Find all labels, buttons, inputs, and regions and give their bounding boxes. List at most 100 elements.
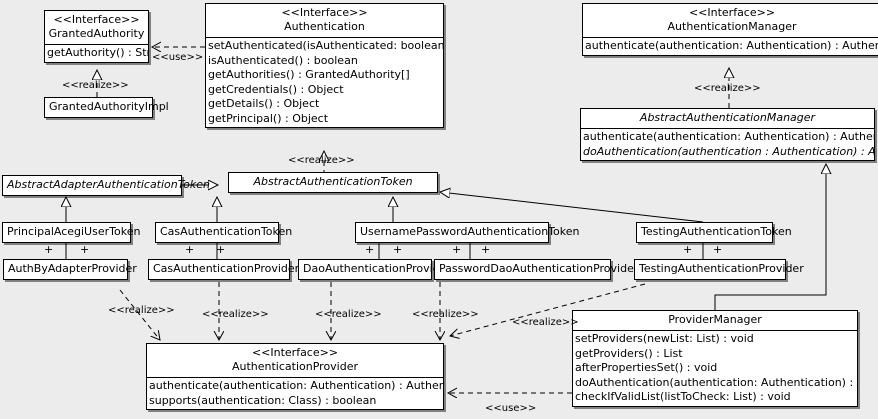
class-name: ProviderManager	[668, 313, 762, 326]
class-auth-by-adapter-provider[interactable]: AuthByAdapterProvider	[3, 259, 137, 280]
class-principal-acegi-user-token[interactable]: PrincipalAcegiUserToken	[2, 222, 141, 243]
class-name: GrantedAuthorityImpl	[49, 100, 169, 113]
class-name: TestingAuthenticationToken	[641, 225, 792, 238]
class-header: DaoAuthenticationProvider	[299, 260, 451, 279]
class-testing-authentication-provider[interactable]: TestingAuthenticationProvider	[634, 259, 804, 280]
operations-compartment: setProviders(newList: List) : void getPr…	[573, 330, 857, 406]
class-provider-manager[interactable]: ProviderManager setProviders(newList: Li…	[572, 310, 858, 407]
edge-label-use-provider-manager: <<use>>	[485, 403, 537, 414]
class-header: <<Interface>> AuthenticationManager	[583, 4, 878, 37]
edge-label-realize-granted-authority-impl: <<realize>>	[62, 80, 129, 91]
role-marker-plus: +	[481, 243, 491, 256]
edge-label-realize-password-dao-provider: <<realize>>	[412, 309, 479, 320]
operation: isAuthenticated() : boolean	[208, 53, 358, 67]
class-name: CasAuthenticationProvider	[153, 262, 300, 275]
class-header: CasAuthenticationProvider	[149, 260, 300, 279]
class-name: PasswordDaoAuthenticationProvider	[439, 262, 639, 275]
operations-compartment: authenticate(authentication: Authenticat…	[147, 377, 443, 409]
class-header: TestingAuthenticationToken	[637, 223, 792, 242]
class-name: CasAuthenticationToken	[160, 225, 293, 238]
class-abstract-authentication-manager[interactable]: AbstractAuthenticationManager authentica…	[580, 108, 875, 161]
class-abstract-adapter-authentication-token[interactable]: AbstractAdapterAuthenticationToken	[2, 175, 210, 196]
operation: getAuthority() : String	[47, 46, 148, 59]
class-name: TestingAuthenticationProvider	[639, 262, 804, 275]
operation: getProviders() : List	[575, 346, 683, 360]
edge-label-use-granted-authority: <<use>>	[152, 52, 204, 63]
class-header: AbstractAdapterAuthenticationToken	[3, 176, 210, 195]
class-password-dao-authentication-provider[interactable]: PasswordDaoAuthenticationProvider	[434, 259, 639, 280]
operation: setAuthenticated(isAuthenticated: boolea…	[208, 39, 443, 52]
role-marker-plus: +	[683, 243, 693, 256]
class-name: AuthByAdapterProvider	[8, 262, 137, 275]
edge-label-realize-abstract-authentication-token: <<realize>>	[288, 155, 355, 166]
edge-label-realize-dao-provider: <<realize>>	[315, 309, 382, 320]
operation: getDetails() : Object	[208, 97, 320, 110]
stereotype-interface: <<Interface>>	[281, 6, 368, 19]
class-name: DaoAuthenticationProvider	[303, 262, 451, 275]
stereotype-interface: <<Interface>>	[53, 13, 140, 26]
operations-compartment: getAuthority() : String	[45, 44, 148, 62]
class-name: AuthenticationManager	[667, 20, 797, 33]
edge-label-realize-testing-provider: <<realize>>	[512, 317, 579, 328]
class-name: Authentication	[284, 20, 365, 33]
role-marker-plus: +	[393, 243, 403, 256]
class-header: <<Interface>> GrantedAuthority	[45, 11, 148, 44]
class-authentication-manager[interactable]: <<Interface>> AuthenticationManager auth…	[582, 3, 878, 56]
operation: doAuthentication(authentication: Authent…	[575, 375, 857, 389]
operations-compartment: authenticate(authentication: Authenticat…	[583, 37, 878, 55]
class-authentication[interactable]: <<Interface>> Authentication setAuthenti…	[205, 3, 444, 128]
class-header: UsernamePasswordAuthenticationToken	[356, 223, 580, 242]
role-marker-plus: +	[80, 243, 90, 256]
class-name: UsernamePasswordAuthenticationToken	[360, 225, 580, 238]
class-granted-authority-impl[interactable]: GrantedAuthorityImpl	[44, 97, 169, 118]
class-abstract-authentication-token[interactable]: AbstractAuthenticationToken	[228, 172, 438, 193]
operation: authenticate(authentication: Authenticat…	[583, 130, 874, 143]
class-header: ProviderManager	[573, 311, 857, 330]
class-name: AuthenticationProvider	[231, 360, 359, 373]
class-cas-authentication-token[interactable]: CasAuthenticationToken	[155, 222, 293, 243]
role-marker-plus: +	[452, 243, 462, 256]
operation-abstract: doAuthentication(authentication : Authen…	[583, 144, 874, 158]
operation: checkIfValidList(listToCheck: List) : vo…	[575, 390, 791, 403]
class-header: GrantedAuthorityImpl	[45, 98, 169, 117]
operations-compartment: authenticate(authentication: Authenticat…	[581, 128, 874, 160]
stereotype-interface: <<Interface>>	[688, 6, 776, 19]
class-name: GrantedAuthority	[48, 27, 145, 40]
operation: getAuthorities() : GrantedAuthority[]	[208, 68, 410, 81]
role-marker-plus: +	[365, 243, 375, 256]
edge-label-realize-authentication-manager: <<realize>>	[694, 83, 761, 94]
stereotype-interface: <<Interface>>	[251, 346, 339, 359]
role-marker-plus: +	[44, 243, 54, 256]
class-name: AbstractAuthenticationManager	[639, 111, 816, 124]
class-header: TestingAuthenticationProvider	[635, 260, 804, 279]
operation: getPrincipal() : Object	[208, 111, 329, 125]
operation: setProviders(newList: List) : void	[575, 332, 754, 345]
operation: getCredentials() : Object	[208, 82, 344, 96]
edge-label-realize-auth-by-adapter-provider: <<realize>>	[108, 305, 175, 316]
class-granted-authority[interactable]: <<Interface>> GrantedAuthority getAuthor…	[44, 10, 149, 63]
role-marker-plus: +	[216, 243, 226, 256]
class-header: AbstractAuthenticationToken	[229, 173, 437, 192]
operation: supports(authentication: Class) : boolea…	[149, 393, 377, 407]
class-name: AbstractAdapterAuthenticationToken	[7, 178, 210, 191]
class-name: PrincipalAcegiUserToken	[7, 225, 141, 238]
class-authentication-provider[interactable]: <<Interface>> AuthenticationProvider aut…	[146, 343, 444, 410]
class-username-password-authentication-token[interactable]: UsernamePasswordAuthenticationToken	[355, 222, 580, 243]
class-testing-authentication-token[interactable]: TestingAuthenticationToken	[636, 222, 792, 243]
class-header: <<Interface>> Authentication	[206, 4, 443, 37]
class-header: CasAuthenticationToken	[156, 223, 293, 242]
edge-label-realize-cas-provider: <<realize>>	[202, 309, 269, 320]
class-header: PasswordDaoAuthenticationProvider	[435, 260, 639, 279]
role-marker-plus: +	[185, 243, 195, 256]
class-cas-authentication-provider[interactable]: CasAuthenticationProvider	[148, 259, 300, 280]
class-header: AuthByAdapterProvider	[4, 260, 137, 279]
class-header: <<Interface>> AuthenticationProvider	[147, 344, 443, 377]
role-marker-plus: +	[713, 243, 723, 256]
operations-compartment: setAuthenticated(isAuthenticated: boolea…	[206, 37, 443, 127]
class-name: AbstractAuthenticationToken	[253, 175, 413, 188]
class-dao-authentication-provider[interactable]: DaoAuthenticationProvider	[298, 259, 451, 280]
operation: afterPropertiesSet() : void	[575, 361, 718, 374]
class-header: PrincipalAcegiUserToken	[3, 223, 141, 242]
operation: authenticate(authentication: Authenticat…	[149, 379, 443, 392]
operation: authenticate(authentication: Authenticat…	[585, 39, 878, 52]
